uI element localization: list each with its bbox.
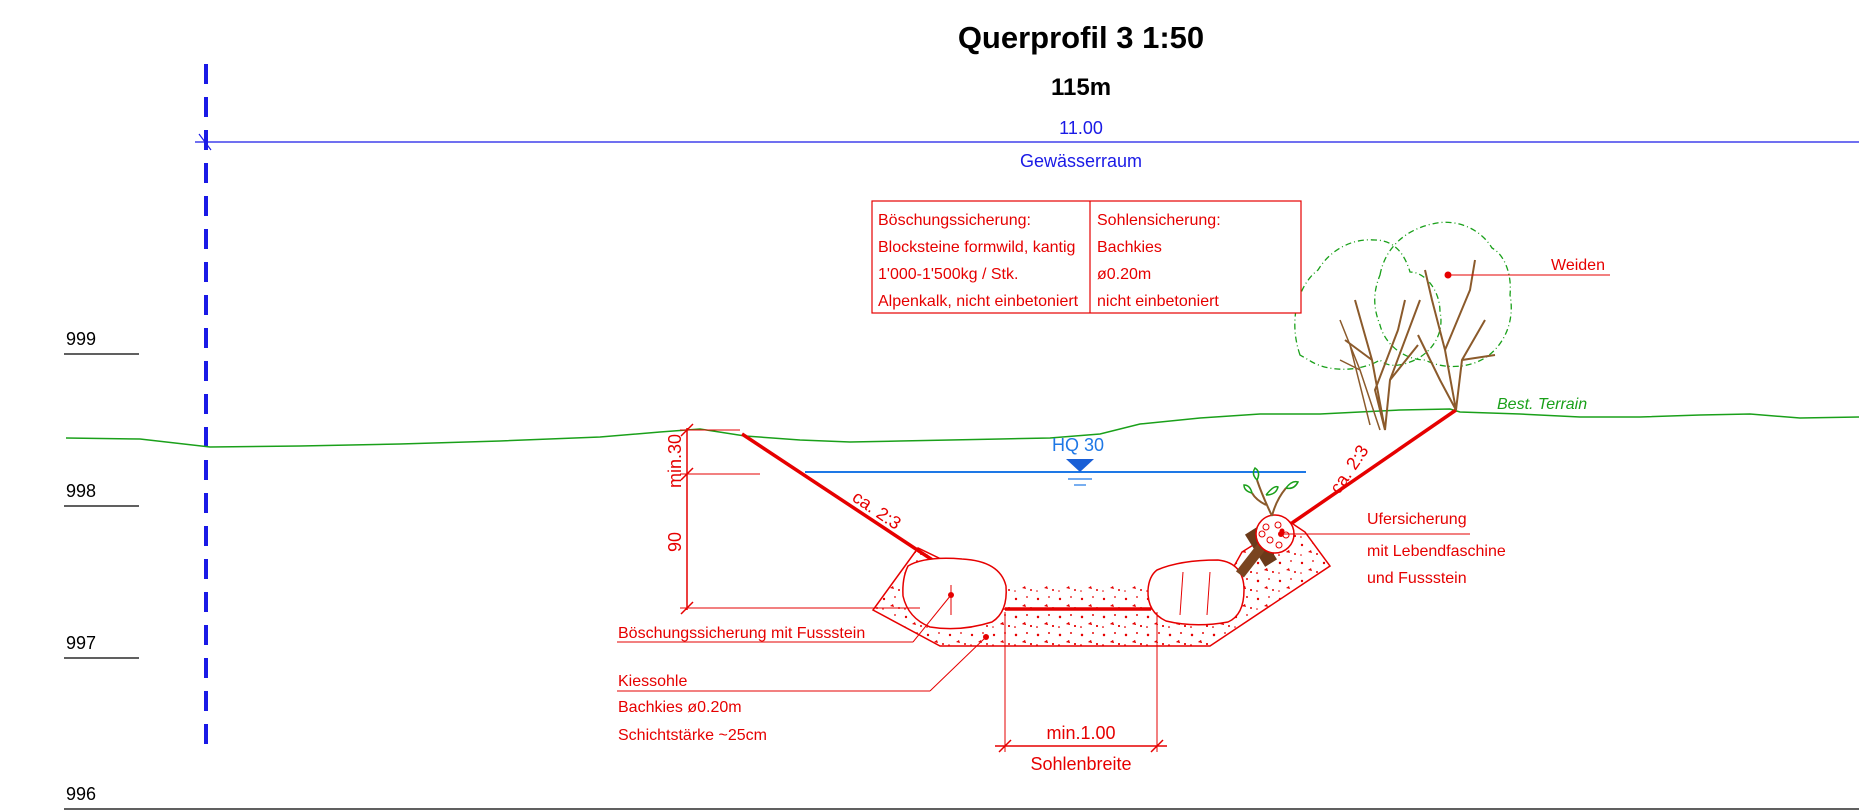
drawing-title: Querprofil 3 1:50 xyxy=(958,20,1204,55)
info-table: Böschungssicherung: Blocksteine formwild… xyxy=(871,200,1302,314)
info-left-3: 1'000-1'500kg / Stk. xyxy=(878,266,1018,283)
right-slope xyxy=(1291,408,1457,525)
info-right-3: ø0.20m xyxy=(1097,266,1151,283)
info-right-1: Sohlensicherung: xyxy=(1097,212,1221,229)
dim-tick-bed xyxy=(680,601,694,615)
kiessohle-label-2: Bachkies ø0.20m xyxy=(618,699,742,716)
kiessohle-leader-2 xyxy=(929,636,987,692)
right-boulder-mark-2 xyxy=(1206,571,1211,616)
sohlenbreite-value: min.1.00 xyxy=(1046,723,1115,743)
hq30-label: HQ 30 xyxy=(1052,435,1104,455)
dim-90-label: 90 xyxy=(665,532,685,552)
boeschung-leader-2 xyxy=(912,594,952,643)
elevation-998: 998 xyxy=(66,481,96,501)
ufer-leader-dot xyxy=(1278,531,1284,537)
ufer-label-2: mit Lebendfaschine xyxy=(1367,543,1506,560)
elevation-996: 996 xyxy=(66,784,96,804)
terrain-label: Best. Terrain xyxy=(1497,396,1587,413)
sohlenbreite-dimension: min.1.00 Sohlenbreite xyxy=(995,612,1167,774)
existing-terrain-line xyxy=(65,408,1859,448)
water-level-marker-icon xyxy=(1066,459,1094,472)
info-table-border xyxy=(871,200,1302,314)
dim-tick-top xyxy=(680,423,694,437)
kiessohle-leader-dot xyxy=(983,634,989,640)
info-left-4: Alpenkalk, nicht einbetoniert xyxy=(878,293,1079,310)
weiden-label: Weiden xyxy=(1551,257,1605,274)
dim-tick-water xyxy=(680,467,694,481)
station-label: 115m xyxy=(1051,74,1111,101)
boeschung-leader-dot xyxy=(948,592,954,598)
elevation-scale: 999 998 997 996 xyxy=(64,329,1859,810)
right-boulder-mark-1 xyxy=(1179,571,1184,616)
info-left-2: Blocksteine formwild, kantig xyxy=(878,239,1075,256)
willow-trees-icon xyxy=(1294,221,1512,431)
left-boulder xyxy=(902,557,1007,630)
slope-right-label: ca. 2:3 xyxy=(1326,441,1373,497)
depth-dimensions: min.30 90 xyxy=(665,423,920,615)
kiessohle-label-3: Schichtstärke ~25cm xyxy=(618,727,767,744)
info-right-4: nicht einbetoniert xyxy=(1097,293,1219,310)
sohlenbreite-tick-left xyxy=(998,739,1012,753)
info-left-1: Böschungssicherung: xyxy=(878,212,1031,229)
sohlenbreite-tick-right xyxy=(1150,739,1164,753)
dim-min30-label: min.30 xyxy=(665,434,685,488)
boeschung-fuss-label: Böschungssicherung mit Fussstein xyxy=(618,625,865,642)
ufer-label-3: und Fussstein xyxy=(1367,570,1467,587)
info-right-2: Bachkies xyxy=(1097,239,1162,256)
gewaesserraum-label: Gewässerraum xyxy=(1020,151,1142,171)
sohlenbreite-label: Sohlenbreite xyxy=(1030,754,1131,774)
elevation-999: 999 xyxy=(66,329,96,349)
kiessohle-label-1: Kiessohle xyxy=(618,673,687,690)
elevation-997: 997 xyxy=(66,633,96,653)
gewaesserraum-width: 11.00 xyxy=(1059,118,1103,138)
weiden-leader-dot xyxy=(1444,271,1452,279)
ufer-label-1: Ufersicherung xyxy=(1367,511,1467,528)
left-slope xyxy=(741,432,935,563)
right-boulder xyxy=(1147,559,1245,626)
